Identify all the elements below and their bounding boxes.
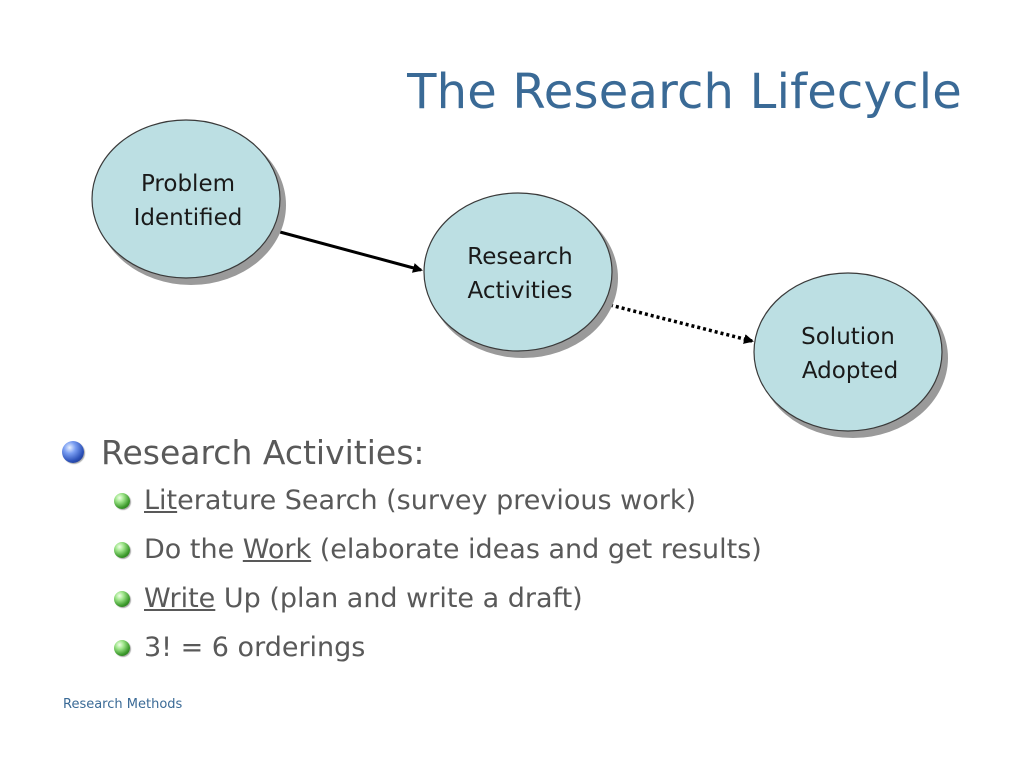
sub-bullet-literature: Literature Search (survey previous work) xyxy=(114,476,762,525)
underlined-work: Work xyxy=(242,534,312,565)
work-before: Do the xyxy=(144,534,243,565)
node-solution-label-line2: Adopted xyxy=(802,358,898,384)
node-research-label-line2: Activities xyxy=(468,278,573,304)
lifecycle-diagram: Problem Identified Research Activities S… xyxy=(91,119,948,438)
blue-bullet-icon xyxy=(62,441,84,463)
bullet-list: Research Activities: Literature Search (… xyxy=(62,428,762,672)
slide-title: The Research Lifecycle xyxy=(407,64,962,120)
underlined-write: Write xyxy=(144,583,216,614)
sub-bullet-orderings: 3! = 6 orderings xyxy=(114,623,762,672)
bullet-main: Research Activities: xyxy=(62,428,762,476)
green-bullet-icon xyxy=(114,590,130,607)
node-research-label-line1: Research xyxy=(467,244,573,270)
green-bullet-icon xyxy=(114,492,130,509)
green-bullet-icon xyxy=(114,541,130,558)
node-solution-adopted: Solution Adopted xyxy=(753,272,948,438)
work-after: (elaborate ideas and get results) xyxy=(311,534,762,565)
node-solution-label-line1: Solution xyxy=(801,324,895,350)
orderings-text: 3! = 6 orderings xyxy=(144,632,366,663)
node-problem-label-line1: Problem xyxy=(141,171,235,197)
node-research-activities: Research Activities xyxy=(423,192,618,358)
node-problem-label-line2: Identified xyxy=(134,205,243,231)
sub-bullet-write: Write Up (plan and write a draft) xyxy=(114,574,762,623)
edge-research-to-solution xyxy=(609,303,754,344)
underlined-lit: Lit xyxy=(144,485,178,516)
write-rest: Up (plan and write a draft) xyxy=(215,583,583,614)
node-problem-identified: Problem Identified xyxy=(91,119,286,285)
slide-footer: Research Methods xyxy=(63,697,183,712)
sub-bullet-list: Literature Search (survey previous work)… xyxy=(114,476,762,672)
sub-bullet-work: Do the Work (elaborate ideas and get res… xyxy=(114,525,762,574)
bullet-main-text: Research Activities: xyxy=(101,432,425,472)
edge-problem-to-research xyxy=(279,230,423,273)
literature-rest: erature Search (survey previous work) xyxy=(177,485,696,516)
green-bullet-icon xyxy=(114,639,130,656)
